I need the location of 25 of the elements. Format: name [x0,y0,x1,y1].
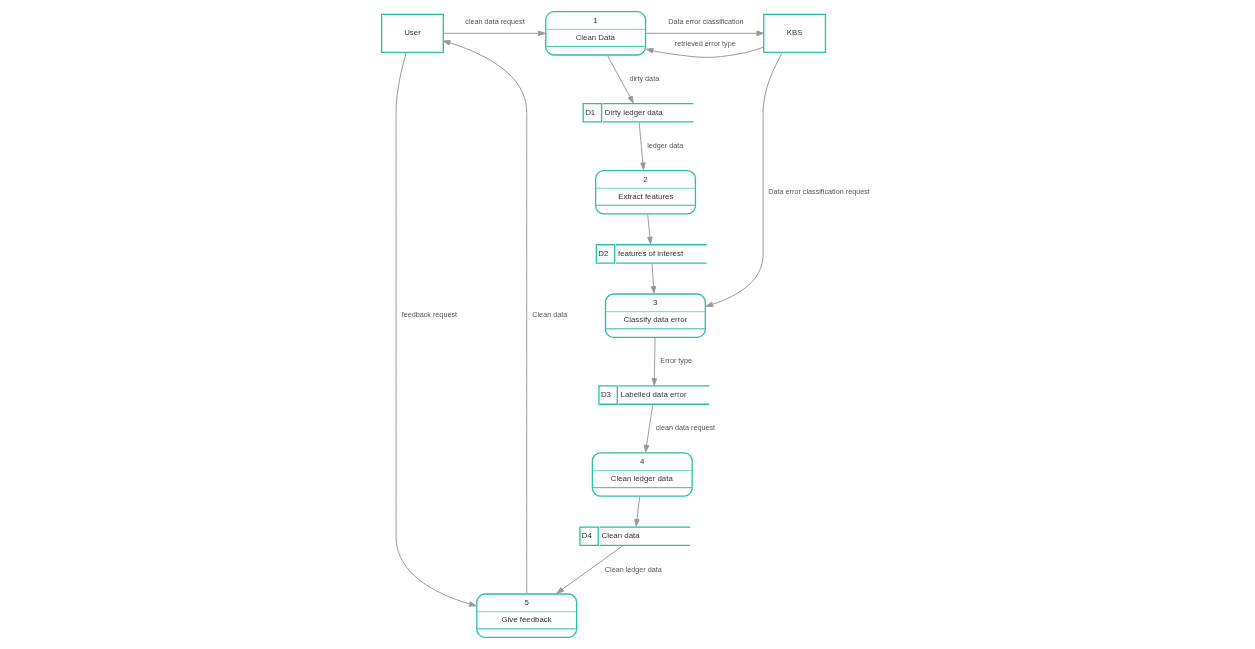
edge-label: Clean ledger data [604,564,662,574]
edge-label: dirty data [629,74,660,84]
edge-label: clean data request [465,17,525,26]
arrow [645,30,764,37]
edge-label: Error type [660,356,693,366]
arrow [643,404,654,453]
edge-label: ledger data [647,141,684,151]
edge-label: retrieved error type [674,39,736,49]
edge-label: Data error classification request [768,187,870,197]
arrow [651,337,658,386]
arrow [442,30,546,37]
arrow [645,46,765,58]
edge-label: feedback request [401,310,458,320]
arrow [638,122,646,171]
arrow [556,545,623,594]
arrow [705,51,783,308]
arrow [607,55,634,104]
arrow [442,40,528,594]
arrow [650,263,657,294]
arrow [647,214,653,245]
arrow [395,51,477,607]
arrow [634,496,641,527]
edge-label: clean data request [655,423,716,433]
edge-label: Clean data [532,310,568,320]
edge-label: Data error classification [668,17,744,26]
